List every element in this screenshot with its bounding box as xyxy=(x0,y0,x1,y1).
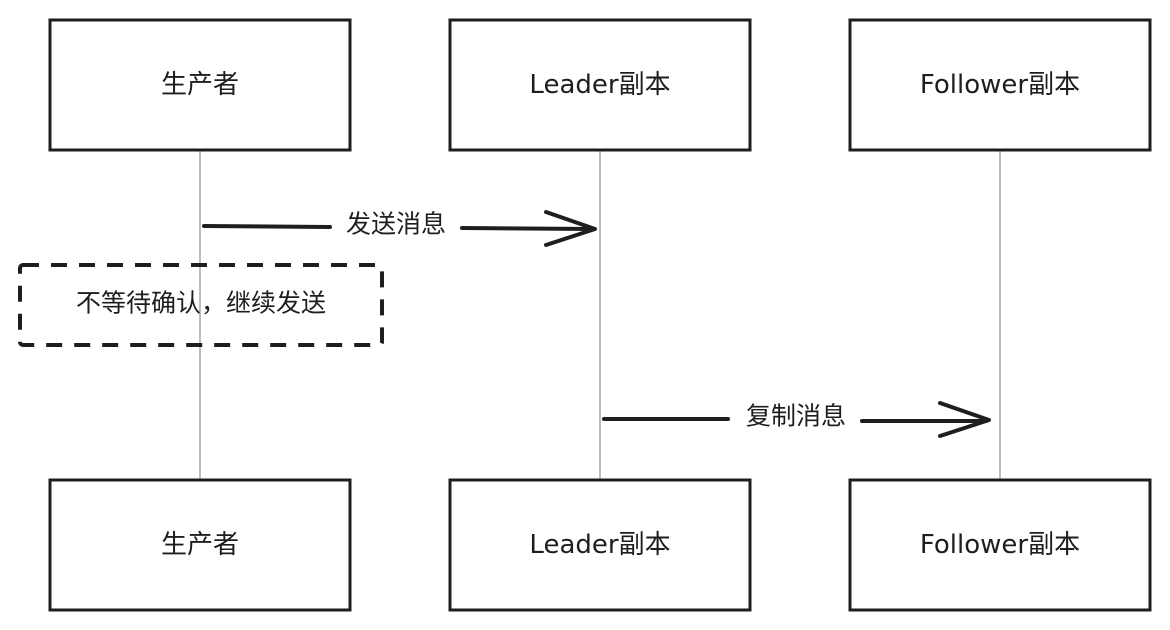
actor-label-follower-bottom: Follower副本 xyxy=(920,530,1080,560)
actor-follower-top: Follower副本 xyxy=(848,18,1152,152)
actor-leader-top: Leader副本 xyxy=(448,18,752,152)
actor-label-producer-top: 生产者 xyxy=(161,70,239,100)
message-send: 发送消息 xyxy=(202,210,597,247)
actor-label-leader-top: Leader副本 xyxy=(529,70,670,100)
message-send-label: 发送消息 xyxy=(346,210,446,239)
message-send-line-b xyxy=(460,226,596,231)
actor-label-leader-bottom: Leader副本 xyxy=(529,530,670,560)
arrowhead-icon xyxy=(544,210,597,247)
actor-producer-bottom: 生产者 xyxy=(48,478,352,612)
actor-label-producer-bottom: 生产者 xyxy=(161,530,239,560)
message-replicate: 复制消息 xyxy=(602,401,991,438)
actor-producer-top: 生产者 xyxy=(48,18,352,152)
actor-follower-bottom: Follower副本 xyxy=(848,478,1152,612)
message-replicate-label: 复制消息 xyxy=(746,402,846,431)
note: 不等待确认，继续发送 xyxy=(18,263,384,347)
note-text: 不等待确认，继续发送 xyxy=(76,289,326,318)
message-send-line-a xyxy=(202,224,332,229)
actor-label-follower-top: Follower副本 xyxy=(920,70,1080,100)
arrowhead-icon xyxy=(938,401,991,438)
actor-leader-bottom: Leader副本 xyxy=(448,478,752,612)
